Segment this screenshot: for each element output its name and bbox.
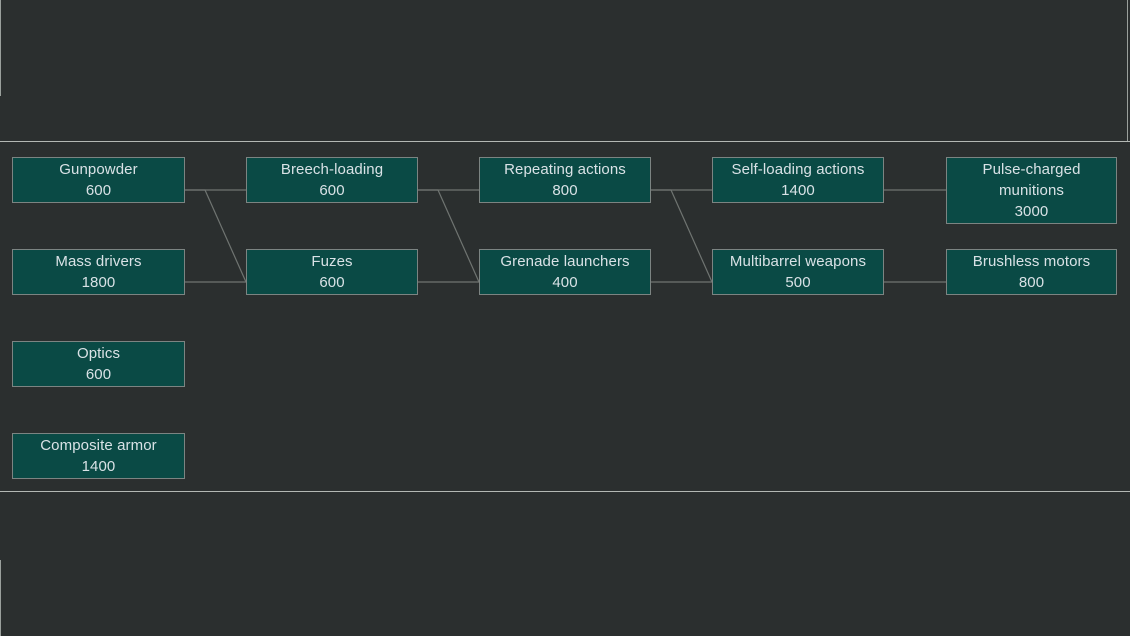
tech-node-optics[interactable]: Optics 600 [12, 341, 185, 387]
edge-breech-grenade [418, 189, 480, 283]
tech-node-multibarrel-weapons[interactable]: Multibarrel weapons 500 [712, 249, 884, 295]
tech-node-name: Brushless motors [972, 253, 1091, 270]
tech-node-cost: 600 [319, 274, 345, 291]
tech-node-name: Breech-loading [280, 161, 384, 178]
tech-node-name: Multibarrel weapons [729, 253, 867, 270]
tech-node-name: Gunpowder [59, 161, 138, 178]
scroll-edge-top-left [0, 0, 1, 96]
tech-node-gunpowder[interactable]: Gunpowder 600 [12, 157, 185, 203]
divider-top [0, 141, 1130, 142]
tech-node-breech-loading[interactable]: Breech-loading 600 [246, 157, 418, 203]
tech-node-name: Fuzes [311, 253, 353, 270]
tech-node-cost: 500 [785, 274, 811, 291]
tech-node-name: Mass drivers [55, 253, 142, 270]
tech-node-name: Self-loading actions [731, 161, 865, 178]
tech-node-cost: 1800 [81, 274, 116, 291]
divider-bottom [0, 491, 1130, 492]
edge-repeating-multibarrel [651, 189, 713, 283]
tech-node-cost: 800 [1018, 274, 1045, 291]
tech-node-cost: 1400 [81, 458, 116, 475]
tech-node-name: Grenade launchers [500, 253, 630, 270]
tech-node-repeating-actions[interactable]: Repeating actions 800 [479, 157, 651, 203]
tech-node-fuzes[interactable]: Fuzes 600 [246, 249, 418, 295]
tech-node-name: Optics [76, 345, 121, 362]
tech-node-cost: 400 [552, 274, 578, 291]
tech-node-brushless-motors[interactable]: Brushless motors 800 [946, 249, 1117, 295]
tech-node-name-line1: Pulse-charged [982, 161, 1081, 178]
tech-node-composite-armor[interactable]: Composite armor 1400 [12, 433, 185, 479]
scroll-edge-top-right [1127, 0, 1128, 141]
tech-node-cost: 600 [85, 366, 112, 383]
tech-node-name: Composite armor [40, 437, 157, 454]
tech-node-grenade-launchers[interactable]: Grenade launchers 400 [479, 249, 651, 295]
tech-node-self-loading-actions[interactable]: Self-loading actions 1400 [712, 157, 884, 203]
tech-node-name: Repeating actions [504, 161, 626, 178]
tech-node-name-line2: munitions [998, 182, 1065, 199]
tech-node-cost: 1400 [781, 182, 815, 199]
scroll-edge-bottom-left [0, 560, 1, 636]
tech-node-cost: 600 [319, 182, 345, 199]
tech-node-pulse-charged-munitions[interactable]: Pulse-charged munitions 3000 [946, 157, 1117, 224]
tech-node-mass-drivers[interactable]: Mass drivers 1800 [12, 249, 185, 295]
edge-gunpowder-fuzes [185, 189, 247, 283]
tech-node-cost: 3000 [1014, 203, 1049, 220]
tech-node-cost: 800 [552, 182, 578, 199]
tech-node-cost: 600 [85, 182, 112, 199]
